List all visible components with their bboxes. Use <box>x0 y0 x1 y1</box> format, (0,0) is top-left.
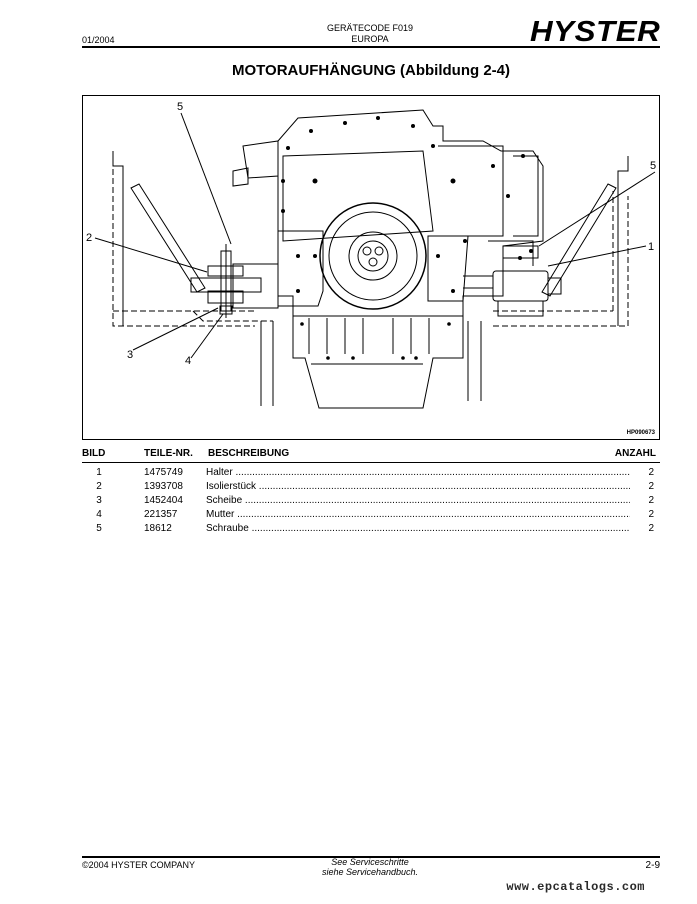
cell-beschreibung: Schraube <box>206 522 630 536</box>
page-number: 2-9 <box>645 860 660 871</box>
region-line: EUROPA <box>351 34 389 44</box>
engine-illustration: 5 2 3 4 5 1 <box>86 101 656 409</box>
col-header-beschreibung: BESCHREIBUNG <box>208 448 290 459</box>
header-date: 01/2004 <box>82 35 115 45</box>
footer-rule <box>82 856 660 858</box>
parts-table: BILD TEILE-NR. BESCHREIBUNG ANZAHL 1 147… <box>82 447 660 536</box>
cell-bild: 5 <box>96 523 102 534</box>
callout-3: 3 <box>127 349 133 361</box>
cell-anzahl: 2 <box>648 523 654 534</box>
callout-4: 4 <box>185 355 191 367</box>
figure-code: HP090673 <box>626 430 655 436</box>
cell-teile-nr: 1475749 <box>144 467 183 478</box>
col-header-anzahl: ANZAHL <box>614 448 656 459</box>
col-header-teile-nr: TEILE-NR. <box>144 448 193 459</box>
table-row: 1 1475749 Halter 2 <box>82 466 660 480</box>
cell-teile-nr: 221357 <box>144 509 178 520</box>
col-header-bild: BILD <box>82 448 106 459</box>
header-model-code: GERÄTECODE F019 EUROPA <box>300 23 440 45</box>
cell-bild: 1 <box>96 467 102 478</box>
cell-beschreibung: Mutter <box>206 508 630 522</box>
callout-1: 1 <box>648 241 654 253</box>
table-row: 5 18612 Schraube 2 <box>82 522 660 536</box>
callout-2: 2 <box>86 232 92 244</box>
cell-anzahl: 2 <box>648 495 654 506</box>
parts-table-header: BILD TEILE-NR. BESCHREIBUNG ANZAHL <box>82 447 660 463</box>
header-rule <box>82 46 660 48</box>
engine-mount-figure: 5 2 3 4 5 1 HP090673 <box>82 95 660 440</box>
cell-beschreibung: Isolierstück <box>206 480 630 494</box>
cell-bild: 3 <box>96 495 102 506</box>
page-title: MOTORAUFHÄNGUNG (Abbildung 2-4) <box>231 62 511 79</box>
cell-anzahl: 2 <box>648 509 654 520</box>
footer-note-line: siehe Servicehandbuch. <box>321 867 419 877</box>
cell-anzahl: 2 <box>648 467 654 478</box>
table-row: 2 1393708 Isolierstück 2 <box>82 480 660 494</box>
cell-beschreibung: Scheibe <box>206 494 630 508</box>
hyster-logo: HYSTER <box>530 16 661 48</box>
cell-bild: 4 <box>96 509 102 520</box>
cell-teile-nr: 18612 <box>144 523 172 534</box>
footer-note-line: See Serviceschritte <box>331 857 409 867</box>
watermark: www.epcatalogs.com <box>506 880 645 894</box>
model-code-line: GERÄTECODE F019 <box>326 23 414 33</box>
cell-teile-nr: 1393708 <box>144 481 183 492</box>
cell-bild: 2 <box>96 481 102 492</box>
table-row: 3 1452404 Scheibe 2 <box>82 494 660 508</box>
footer-note: See Serviceschritte siehe Servicehandbuc… <box>300 857 440 877</box>
cell-beschreibung: Halter <box>206 466 630 480</box>
cell-anzahl: 2 <box>648 481 654 492</box>
callout-5-right: 5 <box>650 160 656 172</box>
table-row: 4 221357 Mutter 2 <box>82 508 660 522</box>
cell-teile-nr: 1452404 <box>144 495 183 506</box>
callout-5-left: 5 <box>177 101 183 113</box>
footer-copyright: ©2004 HYSTER COMPANY <box>82 860 195 870</box>
